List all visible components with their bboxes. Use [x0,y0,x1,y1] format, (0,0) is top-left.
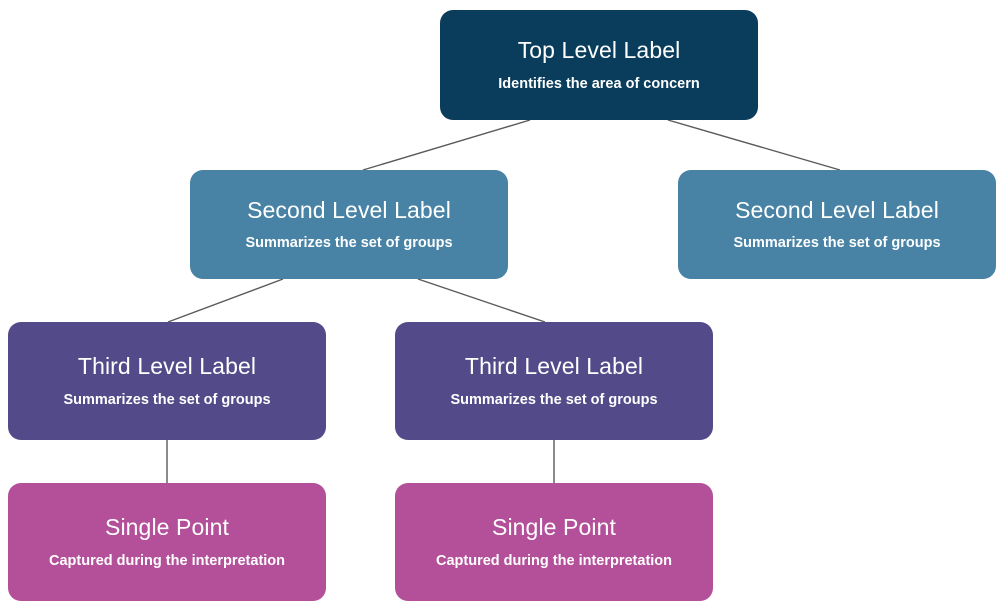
node-title: Second Level Label [735,196,939,223]
node-subtitle: Summarizes the set of groups [63,391,271,408]
node-subtitle: Identifies the area of concern [498,75,700,92]
node-title: Third Level Label [77,353,257,379]
node-title: Single Point [105,514,229,540]
node-title: Second Level Label [247,196,451,223]
connector-top-to-second-b [667,119,841,171]
node-subtitle: Captured during the interpretation [435,552,673,569]
node-subtitle: Summarizes the set of groups [245,235,453,252]
node-third-level-b[interactable]: Third Level Label Summarizes the set of … [395,322,713,440]
connector-second-a-to-third-b [417,278,546,323]
node-second-level-b[interactable]: Second Level Label Summarizes the set of… [678,170,996,279]
connector-second-a-to-third-a [167,278,284,323]
node-subtitle: Captured during the interpretation [48,552,286,569]
connector-top-to-second-a [362,119,531,171]
node-title: Third Level Label [464,353,644,379]
node-second-level-a[interactable]: Second Level Label Summarizes the set of… [190,170,508,279]
node-title: Top Level Label [517,37,681,63]
node-third-level-a[interactable]: Third Level Label Summarizes the set of … [8,322,326,440]
node-subtitle: Summarizes the set of groups [733,235,941,252]
node-single-point-a[interactable]: Single Point Captured during the interpr… [8,483,326,601]
node-single-point-b[interactable]: Single Point Captured during the interpr… [395,483,713,601]
node-top-level[interactable]: Top Level Label Identifies the area of c… [440,10,758,120]
node-subtitle: Summarizes the set of groups [450,391,658,408]
node-title: Single Point [492,514,616,540]
